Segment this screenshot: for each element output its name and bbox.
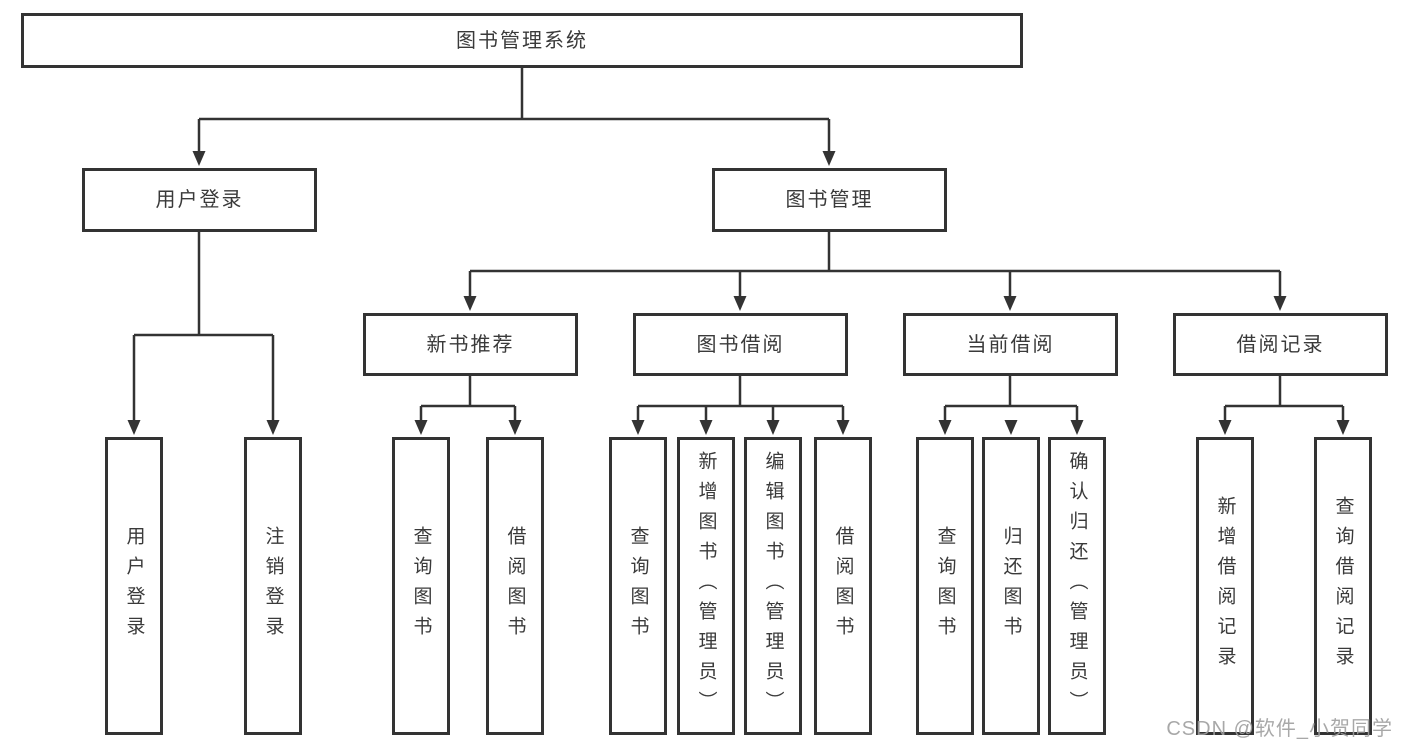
node-label: 查询图书	[934, 526, 956, 646]
node-label: 查询图书	[410, 526, 432, 646]
arrowheads	[127, 151, 1350, 435]
leaf-query-books-current: 查询图书	[916, 437, 974, 735]
leaf-add-book-admin: 新增图书（管理员）	[677, 437, 735, 735]
leaf-query-books-recommend: 查询图书	[392, 437, 450, 735]
node-label: 当前借阅	[966, 333, 1055, 356]
node-borrowing-records: 借阅记录	[1173, 313, 1388, 376]
node-label: 新增图书（管理员）	[695, 451, 717, 721]
node-label: 图书管理	[785, 189, 874, 211]
node-label: 借阅记录	[1236, 333, 1325, 356]
node-label: 用户登录	[123, 526, 145, 646]
node-label: 归还图书	[1000, 526, 1022, 646]
leaf-edit-book-admin: 编辑图书（管理员）	[744, 437, 802, 735]
node-label: 注销登录	[262, 526, 284, 646]
node-label: 确认归还（管理员）	[1066, 451, 1088, 721]
leaf-query-borrow-record: 查询借阅记录	[1314, 437, 1372, 735]
leaf-logout: 注销登录	[244, 437, 302, 735]
node-label: 图书管理系统	[456, 29, 588, 52]
leaf-borrow-books-recommend: 借阅图书	[486, 437, 544, 735]
leaf-return-book: 归还图书	[982, 437, 1040, 735]
leaf-query-books-borrow: 查询图书	[609, 437, 667, 735]
node-label: 图书借阅	[696, 333, 785, 356]
node-root-library-system: 图书管理系统	[21, 13, 1023, 68]
node-label: 借阅图书	[832, 526, 854, 646]
node-book-management: 图书管理	[712, 168, 947, 232]
leaf-borrow-books: 借阅图书	[814, 437, 872, 735]
leaf-confirm-return-admin: 确认归还（管理员）	[1048, 437, 1106, 735]
csdn-watermark: CSDN @软件_小贺同学	[1166, 718, 1393, 740]
node-label: 新增借阅记录	[1214, 496, 1236, 676]
node-user-login: 用户登录	[82, 168, 317, 232]
node-label: 用户登录	[155, 189, 244, 211]
node-label: 查询借阅记录	[1332, 496, 1354, 676]
node-label: 新书推荐	[426, 333, 515, 356]
leaf-user-login: 用户登录	[105, 437, 163, 735]
node-label: 查询图书	[627, 526, 649, 646]
node-new-book-recommendation: 新书推荐	[363, 313, 578, 376]
node-book-borrowing: 图书借阅	[633, 313, 848, 376]
leaf-add-borrow-record: 新增借阅记录	[1196, 437, 1254, 735]
node-label: 编辑图书（管理员）	[762, 451, 784, 721]
node-current-borrowing: 当前借阅	[903, 313, 1118, 376]
node-label: 借阅图书	[504, 526, 526, 646]
